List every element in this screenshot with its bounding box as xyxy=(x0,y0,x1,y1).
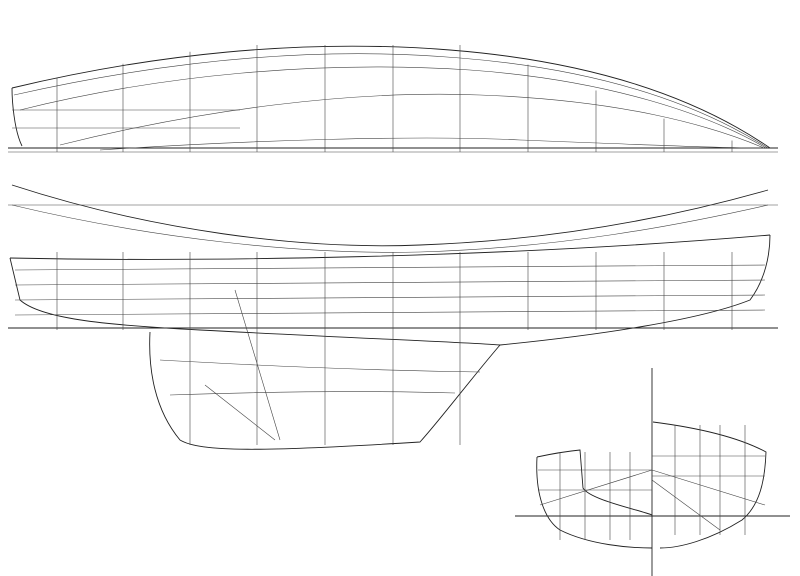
buttock-line xyxy=(11,204,769,253)
profile-waterline xyxy=(14,279,766,286)
deck-line xyxy=(11,184,769,247)
waterline-1 xyxy=(13,53,769,149)
body-plan xyxy=(515,368,790,576)
keel-waterline-2 xyxy=(169,391,456,396)
waterline-3 xyxy=(59,93,765,149)
fwd-section-outer xyxy=(652,421,767,549)
profile-view xyxy=(8,109,778,450)
plan-stations xyxy=(56,45,733,152)
transom xyxy=(11,87,23,147)
diagonal xyxy=(204,384,276,441)
keel-profile xyxy=(149,331,501,450)
half-breadth-plan xyxy=(8,45,778,253)
body-diagonal xyxy=(651,479,721,531)
profile-hull xyxy=(9,234,771,346)
profile-stations xyxy=(56,252,733,445)
profile-waterline xyxy=(14,294,766,301)
waterline-4 xyxy=(99,137,765,151)
body-diagonal xyxy=(651,469,766,506)
aft-section-inner xyxy=(536,449,653,516)
profile-waterline xyxy=(14,264,766,271)
profile-waterlines xyxy=(12,109,766,316)
sheer-outline xyxy=(11,45,771,149)
body-diagonal xyxy=(539,469,653,506)
waterline-2 xyxy=(19,66,767,149)
profile-waterline xyxy=(14,309,766,316)
body-grid xyxy=(538,425,766,540)
profile-sheer xyxy=(9,234,771,260)
aft-section-outer xyxy=(536,456,653,549)
keel-waterline xyxy=(159,359,481,373)
